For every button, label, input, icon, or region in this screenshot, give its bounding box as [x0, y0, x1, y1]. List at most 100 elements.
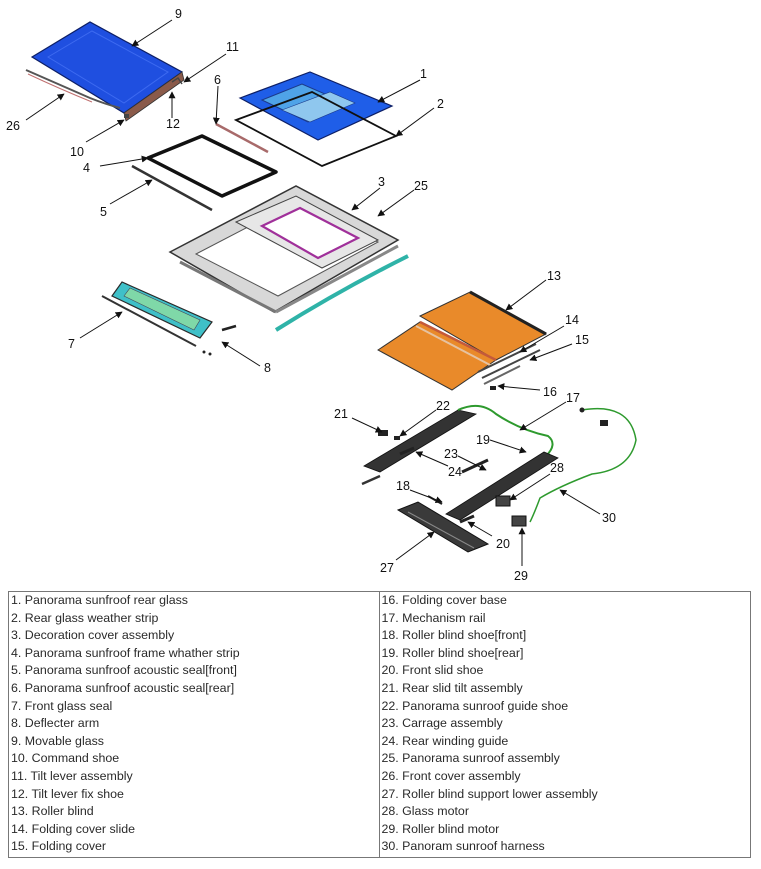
callout-6: 6: [214, 73, 221, 87]
callout-22: 22: [436, 399, 450, 413]
leader-25: [377, 189, 415, 217]
leader-3: [351, 187, 381, 211]
part-front-cover-assembly: [25, 69, 121, 109]
legend-item-29: 29. Roller blind motor: [381, 821, 500, 836]
callout-24: 24: [448, 465, 462, 479]
legend-item-22: 22. Panorama sunroof guide shoe: [381, 698, 569, 713]
callout-8: 8: [264, 361, 271, 375]
parts-legend-table: 1. Panorama sunfroof rear glass 2. Rear …: [8, 591, 751, 858]
leader-19: [489, 439, 527, 454]
exploded-parts-diagram: 1 2 3 4 5 6 7 8 9 10 11 12 13 14 15 16 1…: [6, 7, 637, 583]
legend-item-20: 20. Front slid shoe: [381, 663, 484, 678]
legend-item-1: 1. Panorama sunfroof rear glass: [11, 593, 189, 607]
leader-4: [99, 155, 149, 167]
leader-24: [415, 451, 449, 467]
leader-30: [559, 489, 601, 515]
leader-17: [519, 401, 567, 431]
callout-20: 20: [496, 537, 510, 551]
leader-7: [79, 311, 123, 339]
legend-item-16: 16. Folding cover base: [381, 593, 507, 607]
callout-25: 25: [414, 179, 428, 193]
legend-column-right: 16. Folding cover base 17. Mechanism rai…: [380, 592, 751, 857]
legend-item-23: 23. Carrage assembly: [381, 716, 503, 731]
legend-column-left: 1. Panorama sunfroof rear glass 2. Rear …: [9, 592, 380, 857]
leader-22: [399, 409, 437, 437]
part-command-shoe: [124, 114, 129, 118]
leader-21: [351, 417, 383, 433]
leader-14: [519, 325, 565, 353]
leader-11: [183, 53, 227, 83]
part-deflecter-arm: [202, 324, 237, 356]
legend-item-26: 26. Front cover assembly: [381, 768, 521, 783]
part-decoration-cover-assembly: [259, 206, 361, 260]
leader-27: [395, 531, 435, 561]
leader-6: [212, 85, 220, 125]
legend-item-30: 30. Panoram sunroof harness: [381, 839, 545, 854]
leader-9: [131, 19, 173, 47]
part-acoustic-seal-front: [131, 164, 213, 212]
callout-14: 14: [565, 313, 579, 327]
legend-item-27: 27. Roller blind support lower assembly: [381, 786, 598, 801]
callout-16: 16: [543, 385, 557, 399]
leader-18: [409, 489, 443, 504]
part-acoustic-seal-rear: [215, 122, 269, 154]
part-folding-cover-base: [490, 386, 496, 390]
leader-15: [529, 343, 573, 362]
legend-item-24: 24. Rear winding guide: [381, 733, 509, 748]
callout-19: 19: [476, 433, 490, 447]
callout-7: 7: [68, 337, 75, 351]
leader-20: [467, 521, 493, 537]
legend-item-19: 19. Roller blind shoe[rear]: [381, 645, 524, 660]
legend-item-18: 18. Roller blind shoe[front]: [381, 628, 527, 643]
legend-item-4: 4. Panorama sunfroof frame whather strip: [11, 645, 240, 660]
leader-1: [377, 79, 421, 103]
leader-16: [497, 383, 541, 391]
legend-item-8: 8. Deflecter arm: [11, 716, 100, 731]
callout-4: 4: [83, 161, 90, 175]
part-mechanism-rail: [363, 404, 559, 521]
callout-29: 29: [514, 569, 528, 583]
callout-26: 26: [6, 119, 20, 133]
callout-18: 18: [396, 479, 410, 493]
part-frame-weather-strip: [146, 134, 278, 198]
callout-11: 11: [226, 40, 239, 54]
part-roller-blind-support-lower: [396, 501, 490, 553]
legend-item-11: 11. Tilt lever assembly: [11, 768, 133, 783]
callout-23: 23: [444, 447, 458, 461]
legend-item-21: 21. Rear slid tilt assembly: [381, 680, 523, 695]
callout-17: 17: [566, 391, 580, 405]
part-sunroof-harness: [529, 407, 637, 523]
part-rear-slid-tilt-assembly: [378, 430, 400, 440]
legend-item-9: 9. Movable glass: [11, 733, 104, 748]
part-front-slid-shoe: [459, 514, 475, 524]
callout-2: 2: [437, 97, 444, 111]
callout-labels: 1 2 3 4 5 6 7 8 9 10 11 12 13 14 15 16 1…: [6, 7, 616, 583]
part-glass-motor: [495, 495, 511, 507]
legend-item-28: 28. Glass motor: [381, 804, 469, 819]
part-roller-blind: [377, 290, 548, 391]
legend-item-3: 3. Decoration cover assembly: [11, 628, 175, 643]
part-sunroof-front-trim: [274, 254, 409, 332]
part-rear-winding-guide: [361, 446, 415, 486]
legend-item-7: 7. Front glass seal: [11, 698, 113, 713]
callout-12: 12: [166, 117, 180, 131]
part-front-glass-seal: [101, 281, 213, 347]
callout-30: 30: [602, 511, 616, 525]
legend-item-25: 25. Panorama sunroof assembly: [381, 751, 560, 766]
leader-2: [395, 107, 435, 137]
legend-item-6: 6. Panorama sunfroof acoustic seal[rear]: [11, 680, 235, 695]
leader-10: [85, 119, 125, 143]
callout-3: 3: [378, 175, 385, 189]
legend-item-2: 2. Rear glass weather strip: [11, 610, 159, 625]
callout-9: 9: [175, 7, 182, 21]
callout-13: 13: [547, 269, 561, 283]
leader-lines: [25, 19, 601, 566]
legend-item-12: 12. Tilt lever fix shoe: [11, 786, 124, 801]
part-rear-glass: [238, 71, 394, 141]
leader-13: [505, 279, 547, 311]
part-roller-blind-motor: [511, 515, 527, 527]
callout-27: 27: [380, 561, 394, 575]
leader-5: [109, 179, 153, 205]
leader-26: [25, 93, 65, 121]
legend-item-14: 14. Folding cover slide: [11, 821, 135, 836]
